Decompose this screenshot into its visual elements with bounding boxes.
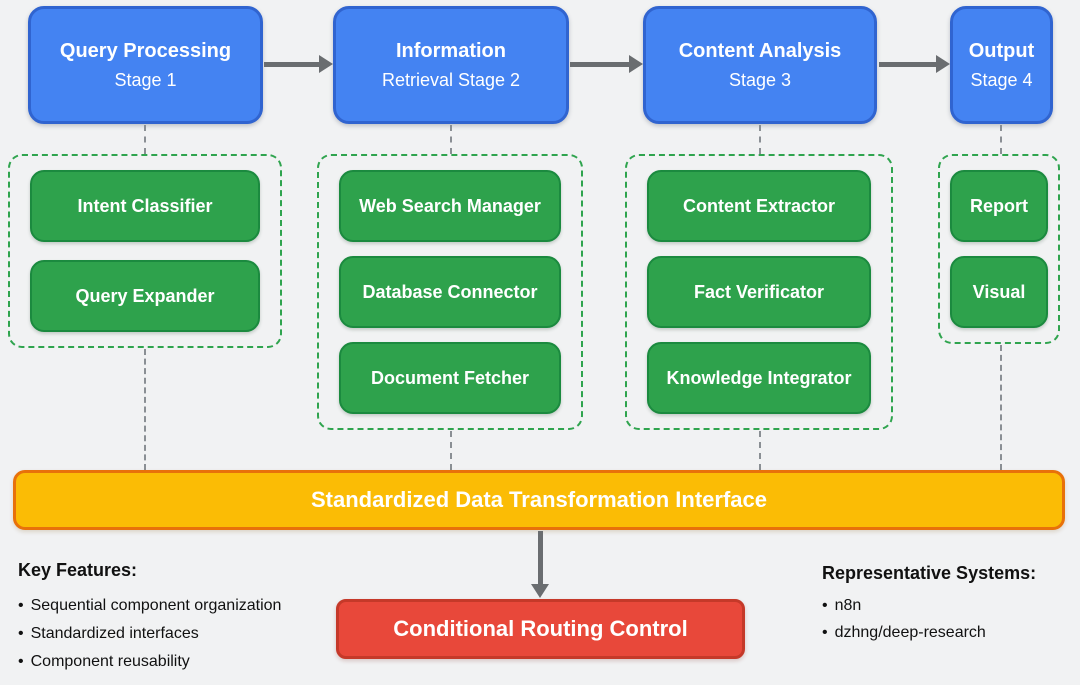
bullet-icon: • [18, 625, 24, 642]
key-feature-item: • Sequential component organization [18, 592, 348, 620]
key-features-block: Key Features: • Sequential component org… [18, 560, 348, 676]
stage-4-components-group: Report Visual [938, 154, 1060, 344]
connector-group4-interface [1000, 345, 1002, 470]
connector-stage4-group [1000, 125, 1002, 154]
stage-2-box: Information Retrieval Stage 2 [333, 6, 569, 124]
key-feature-item: • Standardized interfaces [18, 620, 348, 648]
connector-group3-interface [759, 431, 761, 470]
interface-bar-label: Standardized Data Transformation Interfa… [311, 487, 767, 512]
component-box: Content Extractor [647, 170, 871, 242]
representative-systems-heading: Representative Systems: [822, 563, 1037, 583]
stage-3-box: Content Analysis Stage 3 [643, 6, 877, 124]
representative-system-item: • dzhng/deep-research [822, 619, 1072, 646]
component-box: Knowledge Integrator [647, 342, 871, 414]
key-feature-text: Component reusability [30, 653, 190, 670]
stage-1-box: Query Processing Stage 1 [28, 6, 263, 124]
stage-3-components-group: Content Extractor Fact Verificator Knowl… [625, 154, 893, 430]
component-box: Report [950, 170, 1048, 242]
bullet-icon: • [18, 653, 24, 670]
key-features-heading: Key Features: [18, 560, 138, 580]
flow-arrow-icon [879, 55, 950, 73]
bullet-icon: • [822, 597, 828, 614]
data-transformation-interface-bar: Standardized Data Transformation Interfa… [13, 470, 1065, 530]
bullet-icon: • [18, 597, 24, 614]
key-feature-text: Sequential component organization [30, 597, 282, 614]
representative-systems-block: Representative Systems: • n8n • dzhng/de… [822, 563, 1072, 646]
bullet-icon: • [822, 624, 828, 641]
stage-3-subtitle: Stage 3 [728, 69, 792, 90]
representative-system-item: • n8n [822, 592, 1072, 619]
connector-group1-interface [144, 349, 146, 470]
stage-4-subtitle: Stage 4 [970, 69, 1033, 90]
routing-control-label: Conditional Routing Control [393, 616, 688, 641]
stage-1-components-group: Intent Classifier Query Expander [8, 154, 282, 348]
component-box: Fact Verificator [647, 256, 871, 328]
connector-stage2-group [450, 125, 452, 154]
stage-4-title: Output [968, 39, 1035, 62]
down-arrow-icon [531, 531, 549, 598]
conditional-routing-control-box: Conditional Routing Control [336, 599, 745, 659]
component-box: Document Fetcher [339, 342, 561, 414]
stage-1-subtitle: Stage 1 [114, 69, 177, 90]
representative-system-text: n8n [834, 597, 862, 614]
component-box: Intent Classifier [30, 170, 260, 242]
connector-group2-interface [450, 431, 452, 470]
flow-arrow-icon [570, 55, 643, 73]
connector-stage1-group [144, 125, 146, 154]
stage-4-box: Output Stage 4 [950, 6, 1053, 124]
key-feature-item: • Component reusability [18, 648, 348, 676]
connector-stage3-group [759, 125, 761, 154]
component-box: Query Expander [30, 260, 260, 332]
stage-2-title: Information [396, 39, 506, 62]
component-box: Web Search Manager [339, 170, 561, 242]
stage-2-subtitle: Retrieval Stage 2 [381, 69, 521, 90]
stage-3-title: Content Analysis [678, 39, 842, 62]
key-feature-text: Standardized interfaces [30, 625, 199, 642]
component-box: Visual [950, 256, 1048, 328]
stage-1-title: Query Processing [59, 39, 232, 62]
component-box: Database Connector [339, 256, 561, 328]
representative-system-text: dzhng/deep-research [834, 624, 986, 641]
flow-arrow-icon [264, 55, 333, 73]
stage-2-components-group: Web Search Manager Database Connector Do… [317, 154, 583, 430]
